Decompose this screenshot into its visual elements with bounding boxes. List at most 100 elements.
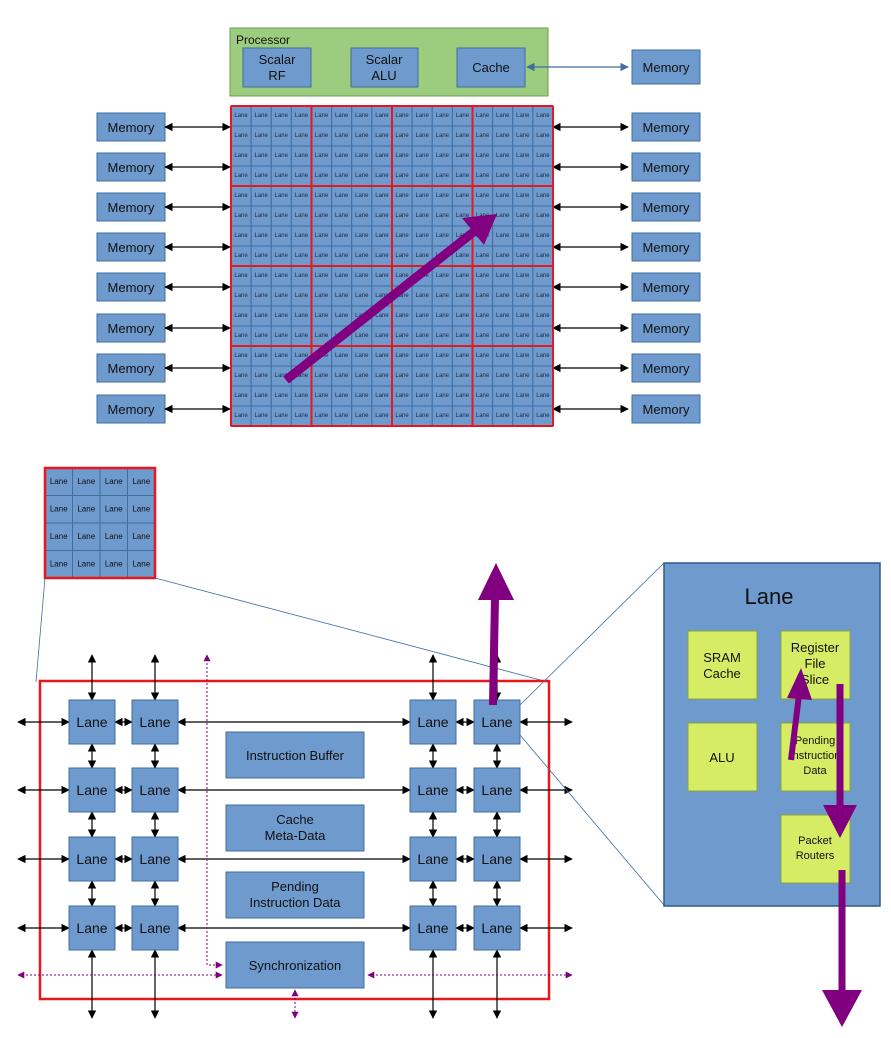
processor-title: Processor bbox=[236, 33, 290, 47]
lane-cell-label: Lane bbox=[335, 233, 349, 239]
lane-cell-label: Lane bbox=[335, 253, 349, 259]
lane-box: Lane bbox=[473, 767, 521, 813]
lane-cell-label: Lane bbox=[132, 505, 150, 514]
lane-cell-label: Lane bbox=[375, 153, 389, 159]
lane-cell bbox=[99, 550, 128, 579]
lane-cell-label: Lane bbox=[456, 313, 470, 319]
memory-box: Memory bbox=[96, 394, 166, 424]
lane-box: Lane bbox=[131, 836, 179, 882]
lane-cell-label: Lane bbox=[456, 333, 470, 339]
svg-text:Register: Register bbox=[791, 640, 840, 655]
lane-cell-label: Lane bbox=[456, 253, 470, 259]
memory-box: Memory bbox=[96, 353, 166, 383]
processor-block: Processor Scalar RF Scalar ALU Cache bbox=[229, 27, 549, 97]
lane-cell-label: Lane bbox=[416, 313, 430, 319]
lane-cell-label: Lane bbox=[375, 213, 389, 219]
memory-box: Memory bbox=[631, 353, 701, 383]
lane-cell-label: Lane bbox=[234, 313, 248, 319]
lane-cell-label: Lane bbox=[456, 213, 470, 219]
lane-label: Lane bbox=[76, 782, 107, 798]
svg-text:Data: Data bbox=[803, 765, 827, 777]
svg-text:File: File bbox=[805, 656, 826, 671]
lane-cell-label: Lane bbox=[496, 333, 510, 339]
lane-cell-label: Lane bbox=[275, 193, 289, 199]
sram-cache-box: SRAM Cache bbox=[687, 630, 758, 700]
lane-cell-label: Lane bbox=[496, 413, 510, 419]
lane-cell-label: Lane bbox=[335, 213, 349, 219]
lane-cell-label: Lane bbox=[375, 173, 389, 179]
lane-cell-label: Lane bbox=[315, 313, 329, 319]
lane-cell-label: Lane bbox=[234, 333, 248, 339]
lane-cell-label: Lane bbox=[536, 113, 550, 119]
lane-cell-label: Lane bbox=[105, 560, 123, 569]
lane-cell-label: Lane bbox=[395, 193, 409, 199]
sync-network bbox=[17, 654, 573, 1019]
lane-cell-label: Lane bbox=[436, 333, 450, 339]
zoom-line bbox=[35, 577, 46, 683]
lane-cell-label: Lane bbox=[275, 253, 289, 259]
lane-cell-label: Lane bbox=[416, 333, 430, 339]
lane-cell-label: Lane bbox=[456, 113, 470, 119]
lane-cell-label: Lane bbox=[315, 333, 329, 339]
memory-label: Memory bbox=[108, 361, 155, 376]
lane-cell-label: Lane bbox=[132, 477, 150, 486]
svg-text:Scalar: Scalar bbox=[366, 52, 404, 67]
lane-label: Lane bbox=[481, 782, 512, 798]
lane-cell-label: Lane bbox=[375, 193, 389, 199]
lane-cell-label: Lane bbox=[335, 413, 349, 419]
lane-cell-label: Lane bbox=[456, 393, 470, 399]
lane-cell-label: Lane bbox=[456, 153, 470, 159]
lane-cell-label: Lane bbox=[275, 173, 289, 179]
lane-cell-label: Lane bbox=[295, 293, 309, 299]
lane-label: Lane bbox=[139, 851, 170, 867]
lane-cell-label: Lane bbox=[295, 313, 309, 319]
lane-cell-label: Lane bbox=[456, 273, 470, 279]
lane-cell-label: Lane bbox=[255, 253, 269, 259]
svg-text:Scalar: Scalar bbox=[259, 52, 297, 67]
lane-cell-label: Lane bbox=[77, 532, 95, 541]
lane-cell-label: Lane bbox=[536, 213, 550, 219]
lane-label: Lane bbox=[417, 714, 448, 730]
lane-cell-label: Lane bbox=[255, 333, 269, 339]
lane-cell-label: Lane bbox=[335, 393, 349, 399]
svg-text:Routers: Routers bbox=[796, 850, 835, 862]
lane-cell-label: Lane bbox=[315, 273, 329, 279]
lane-cell-label: Lane bbox=[255, 353, 269, 359]
memory-box: Memory bbox=[631, 272, 701, 302]
lane-label: Lane bbox=[481, 851, 512, 867]
lane-cell-label: Lane bbox=[295, 353, 309, 359]
lane-cell-label: Lane bbox=[496, 233, 510, 239]
lane-cell-label: Lane bbox=[255, 213, 269, 219]
lane-cell-label: Lane bbox=[496, 393, 510, 399]
lane-cell-label: Lane bbox=[375, 293, 389, 299]
data-flow-arrow bbox=[283, 226, 479, 384]
synchronization-box: Synchronization bbox=[225, 941, 365, 989]
lane-cell bbox=[127, 522, 156, 551]
thumbnail-border bbox=[43, 466, 157, 580]
lane-label: Lane bbox=[76, 714, 107, 730]
lane-cell-label: Lane bbox=[335, 193, 349, 199]
lane-out-arrowhead bbox=[478, 563, 514, 600]
lane-cell-label: Lane bbox=[536, 353, 550, 359]
lane-cell-label: Lane bbox=[536, 333, 550, 339]
lane-cell-label: Lane bbox=[496, 193, 510, 199]
lane-cell-label: Lane bbox=[315, 113, 329, 119]
lane-cell-label: Lane bbox=[476, 253, 490, 259]
lane-cell-label: Lane bbox=[496, 153, 510, 159]
lane-box: Lane bbox=[68, 836, 116, 882]
lane-cell-label: Lane bbox=[496, 373, 510, 379]
lane-cell-label: Lane bbox=[536, 273, 550, 279]
memory-label: Memory bbox=[643, 240, 690, 255]
lane-cell-label: Lane bbox=[295, 213, 309, 219]
memory-box: Memory bbox=[631, 313, 701, 343]
lane-cell-label: Lane bbox=[234, 213, 248, 219]
lane-cell-label: Lane bbox=[275, 133, 289, 139]
lane-cell-label: Lane bbox=[275, 113, 289, 119]
lane-cell-label: Lane bbox=[516, 153, 530, 159]
lane-cell bbox=[44, 550, 73, 579]
lane-cell-label: Lane bbox=[105, 532, 123, 541]
lane-cell-label: Lane bbox=[355, 153, 369, 159]
lane-cell-label: Lane bbox=[395, 133, 409, 139]
lane-cell-label: Lane bbox=[234, 413, 248, 419]
svg-text:Meta-Data: Meta-Data bbox=[265, 828, 326, 843]
